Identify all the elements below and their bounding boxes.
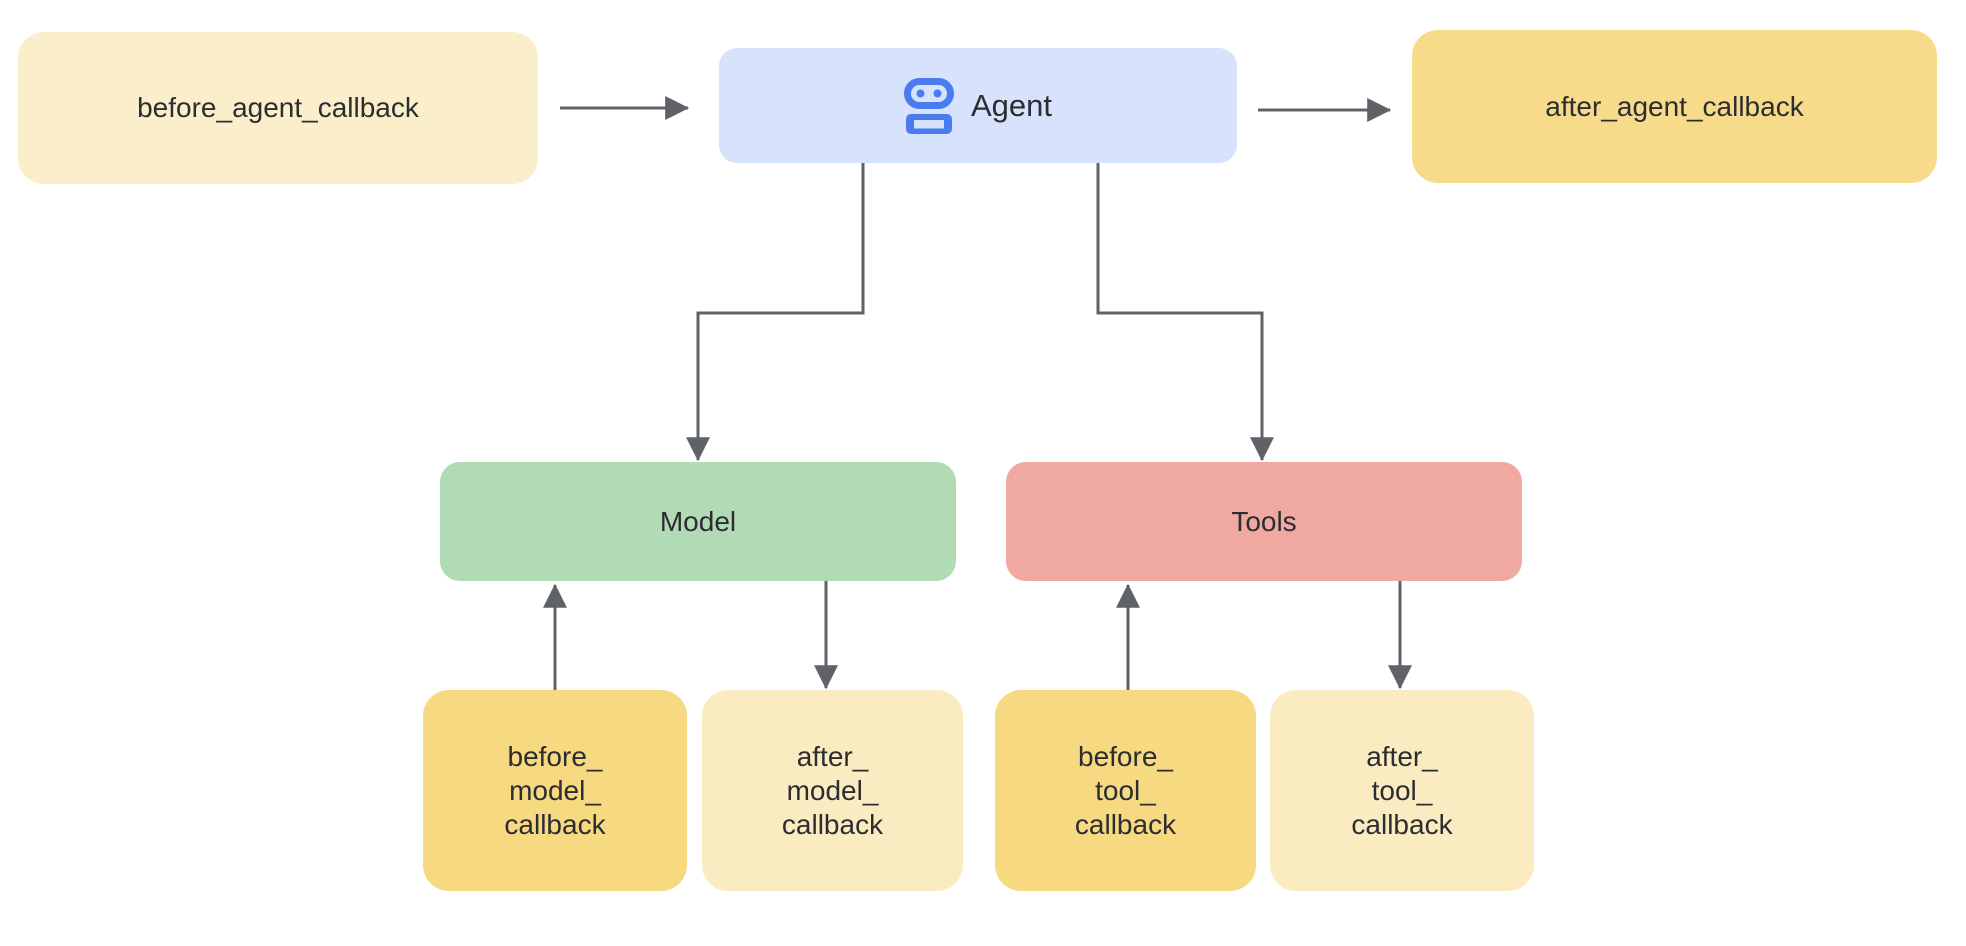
node-label: Agent: [970, 87, 1052, 123]
robot-icon: [903, 77, 954, 134]
node-tools: Tools: [1006, 462, 1522, 581]
node-model: Model: [440, 462, 956, 581]
arrow-agent-to-tools: [1096, 163, 1274, 462]
node-label: after_ model_ callback: [781, 740, 884, 840]
node-label: before_ model_ callback: [504, 740, 606, 840]
node-label: after_agent_callback: [1545, 90, 1804, 122]
node-label: before_ tool_ callback: [1074, 740, 1177, 840]
node-label: after_ tool_ callback: [1351, 740, 1453, 840]
node-label: Model: [659, 505, 737, 537]
node-before-agent-callback: before_agent_callback: [18, 32, 538, 184]
node-after-agent-callback: after_agent_callback: [1412, 30, 1937, 183]
node-label: before_agent_callback: [137, 92, 419, 123]
node-before-model-callback: before_ model_ callback: [423, 690, 687, 891]
node-label: Tools: [1231, 505, 1297, 537]
arrow-agent-to-model: [686, 163, 865, 462]
node-before-tool-callback: before_ tool_ callback: [995, 690, 1256, 891]
node-after-tool-callback: after_ tool_ callback: [1270, 690, 1534, 891]
node-agent: Agent: [719, 48, 1237, 163]
node-after-model-callback: after_ model_ callback: [702, 690, 963, 891]
